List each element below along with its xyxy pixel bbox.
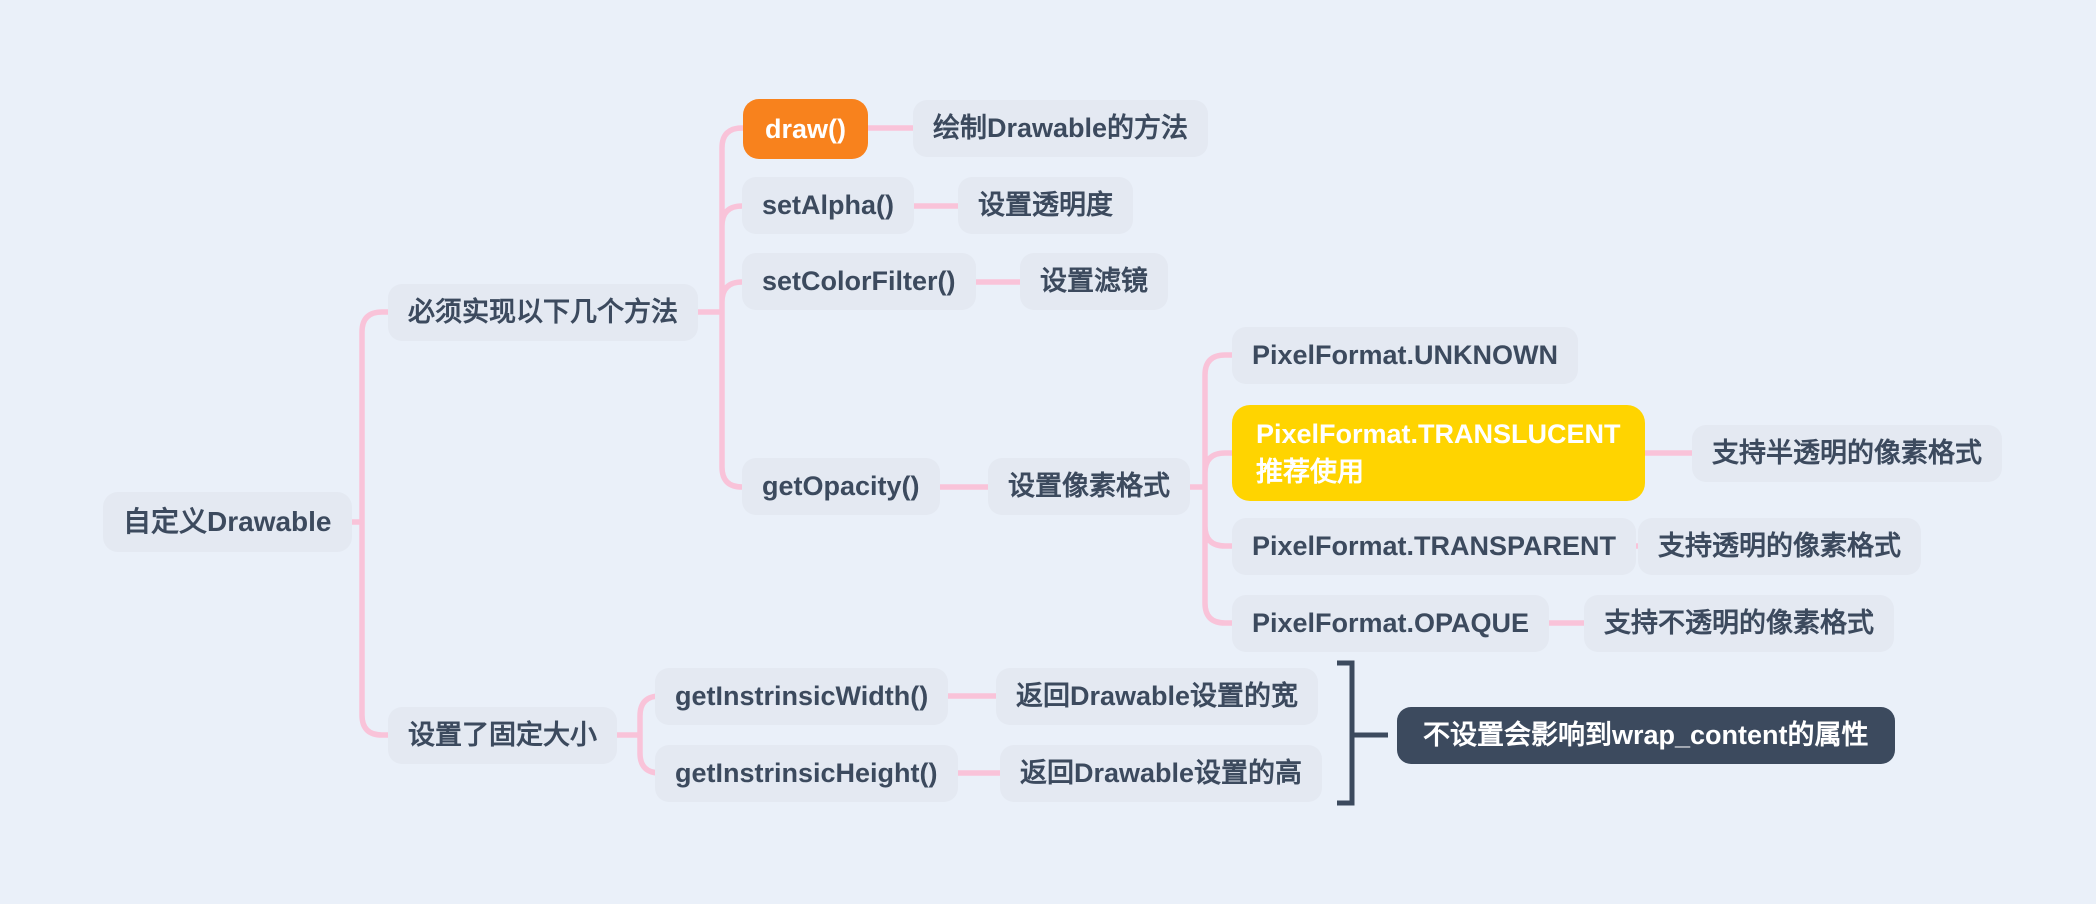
connector-pixelformat-group xyxy=(1172,352,1250,626)
node-get-instrinsic-width-desc[interactable]: 返回Drawable设置的宽 xyxy=(996,668,1319,725)
node-get-instrinsic-width[interactable]: getInstrinsicWidth() xyxy=(655,668,949,725)
node-pixelformat-unknown[interactable]: PixelFormat.UNKNOWN xyxy=(1232,327,1579,384)
node-set-alpha[interactable]: setAlpha() xyxy=(742,177,915,234)
node-wrap-content-note[interactable]: 不设置会影响到wrap_content的属性 xyxy=(1397,707,1895,764)
node-get-opacity-desc[interactable]: 设置像素格式 xyxy=(988,458,1190,515)
node-get-opacity[interactable]: getOpacity() xyxy=(742,458,940,515)
node-branch-methods[interactable]: 必须实现以下几个方法 xyxy=(388,284,698,341)
node-pixelformat-translucent-desc[interactable]: 支持半透明的像素格式 xyxy=(1692,425,2002,482)
node-root[interactable]: 自定义Drawable xyxy=(103,492,352,552)
node-get-instrinsic-height[interactable]: getInstrinsicHeight() xyxy=(655,745,958,802)
connector-fixedsize-group xyxy=(597,693,673,776)
pixelformat-translucent-note: 推荐使用 xyxy=(1256,457,1364,487)
node-pixelformat-transparent-desc[interactable]: 支持透明的像素格式 xyxy=(1638,518,1921,575)
node-pixelformat-translucent[interactable]: PixelFormat.TRANSLUCENT 推荐使用 xyxy=(1232,405,1645,501)
node-draw[interactable]: draw() xyxy=(743,99,868,159)
pixelformat-translucent-label: PixelFormat.TRANSLUCENT xyxy=(1256,419,1621,449)
node-pixelformat-opaque[interactable]: PixelFormat.OPAQUE xyxy=(1232,595,1550,652)
connector-methods-group xyxy=(677,125,760,490)
node-set-alpha-desc[interactable]: 设置透明度 xyxy=(958,177,1133,234)
node-draw-desc[interactable]: 绘制Drawable的方法 xyxy=(913,100,1209,157)
node-get-instrinsic-height-desc[interactable]: 返回Drawable设置的高 xyxy=(1000,745,1323,802)
node-set-color-filter-desc[interactable]: 设置滤镜 xyxy=(1020,253,1168,310)
node-pixelformat-transparent[interactable]: PixelFormat.TRANSPARENT xyxy=(1232,518,1637,575)
summary-bracket xyxy=(1337,660,1355,806)
node-branch-fixed-size[interactable]: 设置了固定大小 xyxy=(388,707,617,764)
node-pixelformat-opaque-desc[interactable]: 支持不透明的像素格式 xyxy=(1584,595,1894,652)
node-set-color-filter[interactable]: setColorFilter() xyxy=(742,253,976,310)
